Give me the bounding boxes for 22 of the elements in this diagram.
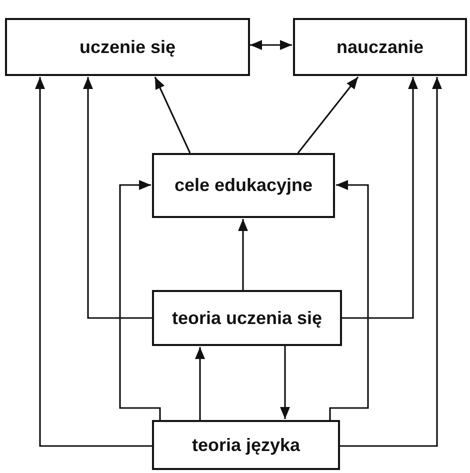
arrow bbox=[119, 180, 161, 420]
box-label: teoria uczenia się bbox=[172, 308, 322, 328]
arrow bbox=[154, 76, 191, 154]
process-box bbox=[152, 420, 340, 470]
process-box bbox=[152, 153, 335, 218]
box-label: teoria języka bbox=[192, 434, 300, 456]
process-box bbox=[293, 18, 467, 76]
box-label: nauczanie bbox=[336, 36, 424, 58]
arrow bbox=[195, 347, 205, 420]
arrow bbox=[329, 180, 369, 420]
box-label: uczenie się bbox=[79, 36, 176, 58]
process-box bbox=[5, 18, 250, 76]
arrow bbox=[280, 346, 290, 419]
arrow bbox=[297, 76, 359, 154]
box-label: cele edukacyjne bbox=[174, 175, 313, 196]
arrow bbox=[35, 77, 152, 447]
arrow bbox=[238, 219, 248, 290]
arrow bbox=[83, 77, 152, 319]
arrow bbox=[340, 77, 442, 447]
process-box bbox=[152, 290, 342, 346]
arrow bbox=[250, 40, 292, 50]
arrow bbox=[342, 77, 418, 319]
